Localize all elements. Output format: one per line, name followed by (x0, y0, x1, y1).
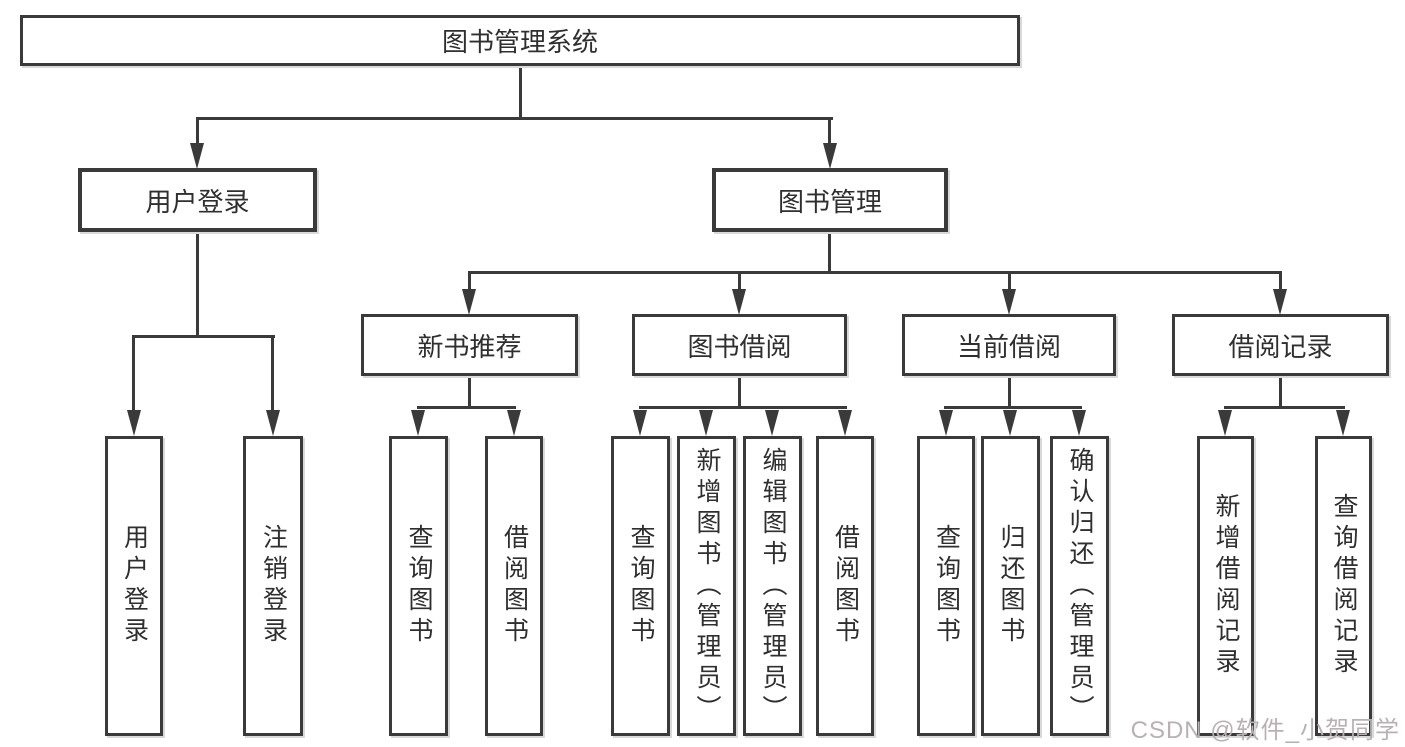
arrowhead-down-icon (1336, 410, 1350, 436)
arrowhead-down-icon (732, 289, 746, 315)
connector-line (271, 335, 274, 414)
connector-line (519, 64, 522, 120)
connector-line (1224, 406, 1345, 409)
node-label: 新增借阅记录 (1212, 493, 1240, 679)
node-leaf-user-login: 用户登录 (105, 436, 163, 736)
node-leaf-return-book: 归还图书 (981, 436, 1040, 736)
arrowhead-down-icon (823, 143, 837, 169)
node-label: 借阅图书 (831, 524, 860, 648)
arrowhead-down-icon (1002, 289, 1016, 315)
watermark: CSDN @软件_小贺同学 (1130, 717, 1400, 744)
arrowhead-down-icon (507, 410, 521, 436)
node-leaf-add-book-admin: 新增图书（管理员） (677, 436, 736, 736)
node-root: 图书管理系统 (20, 15, 1020, 66)
arrowhead-down-icon (266, 410, 280, 436)
arrowhead-down-icon (1273, 289, 1287, 315)
arrowhead-down-icon (1218, 410, 1232, 436)
connector-line (1279, 271, 1282, 293)
node-leaf-query-books-current: 查询图书 (917, 436, 975, 736)
connector-line (944, 406, 1082, 409)
node-label: 用户登录 (120, 524, 149, 648)
node-leaf-query-books-recommend: 查询图书 (389, 436, 448, 736)
arrowhead-down-icon (699, 410, 713, 436)
node-root-label: 图书管理系统 (441, 27, 598, 57)
connector-line (468, 271, 471, 293)
arrowhead-down-icon (127, 410, 141, 436)
node-user-login: 用户登录 (78, 168, 317, 232)
connector-line (132, 335, 135, 414)
arrowhead-down-icon (633, 410, 647, 436)
connector-line (1279, 375, 1282, 409)
node-label: 注销登录 (259, 524, 288, 648)
node-label: 用户登录 (145, 186, 250, 217)
node-leaf-query-books-borrowing: 查询图书 (611, 436, 670, 736)
node-book-borrowing: 图书借阅 (632, 314, 847, 376)
node-label: 查询图书 (405, 524, 433, 648)
node-label: 当前借阅 (956, 331, 1061, 362)
connector-line (196, 117, 833, 120)
node-label: 编辑图书（管理员） (759, 446, 787, 726)
node-leaf-logout: 注销登录 (243, 436, 303, 736)
arrowhead-down-icon (1003, 410, 1017, 436)
connector-line (1008, 375, 1011, 409)
node-label: 新书推荐 (417, 331, 522, 362)
connector-line (468, 375, 471, 409)
connector-line (468, 271, 1282, 274)
connector-line (738, 375, 741, 409)
node-leaf-borrow-books-recommend: 借阅图书 (485, 436, 543, 736)
node-label: 查询图书 (932, 524, 961, 648)
connector-line (132, 335, 275, 338)
connector-line (196, 117, 199, 147)
arrowhead-down-icon (939, 410, 953, 436)
node-label: 新增图书（管理员） (693, 446, 721, 726)
arrowhead-down-icon (411, 410, 425, 436)
arrowhead-down-icon (1072, 410, 1086, 436)
connector-line (828, 117, 831, 147)
node-leaf-confirm-return-admin: 确认归还（管理员） (1050, 436, 1109, 736)
connector-line (196, 231, 199, 338)
node-label: 图书借阅 (687, 331, 792, 362)
node-label: 图书管理 (777, 186, 882, 217)
node-borrowing-records: 借阅记录 (1172, 314, 1389, 376)
arrowhead-down-icon (838, 410, 852, 436)
connector-line (417, 406, 516, 409)
connector-line (1008, 271, 1011, 293)
arrowhead-down-icon (765, 410, 779, 436)
node-label: 查询借阅记录 (1330, 493, 1358, 679)
node-label: 归还图书 (997, 524, 1025, 648)
node-new-book-recommendation: 新书推荐 (361, 314, 578, 376)
node-leaf-query-borrow-record: 查询借阅记录 (1315, 436, 1372, 736)
node-label: 借阅图书 (500, 524, 529, 648)
connector-line (639, 406, 847, 409)
node-leaf-edit-book-admin: 编辑图书（管理员） (743, 436, 802, 736)
node-label: 查询图书 (627, 524, 655, 648)
node-leaf-borrow-books-borrowing: 借阅图书 (816, 436, 874, 736)
node-book-management: 图书管理 (712, 168, 948, 232)
node-label: 确认归还（管理员） (1066, 446, 1094, 726)
node-label: 借阅记录 (1228, 331, 1333, 362)
node-leaf-add-borrow-record: 新增借阅记录 (1197, 436, 1254, 736)
node-current-borrowing: 当前借阅 (902, 314, 1116, 376)
connector-line (828, 231, 831, 274)
arrowhead-down-icon (190, 143, 204, 169)
arrowhead-down-icon (462, 289, 476, 315)
connector-line (738, 271, 741, 293)
